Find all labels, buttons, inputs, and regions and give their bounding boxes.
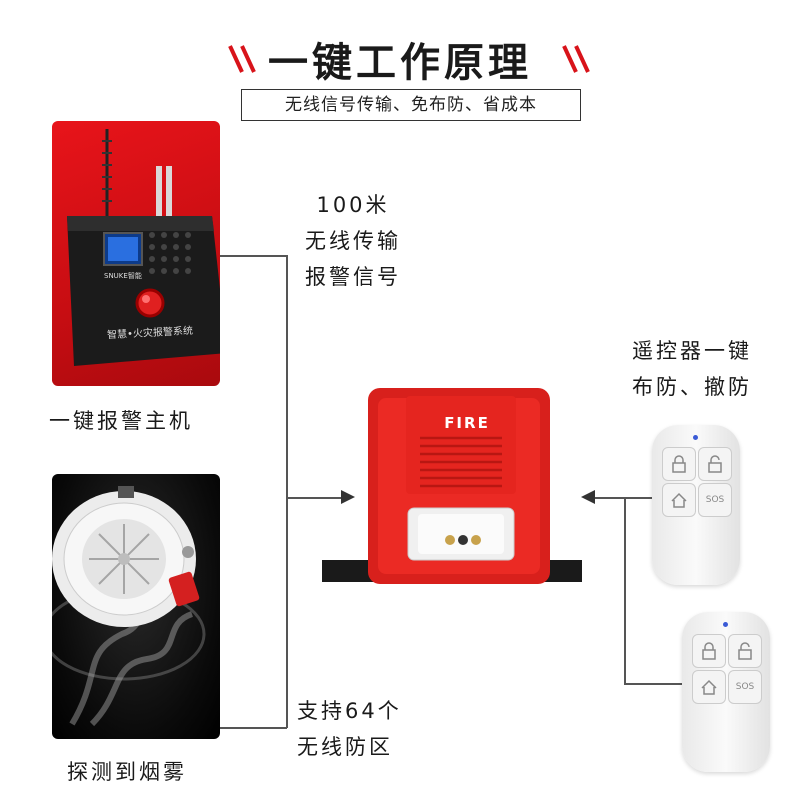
alarm-host-panel: SNUKE智能 智慧•火灾报警系统 — [52, 121, 220, 386]
sos-button-lower: SOS — [728, 670, 762, 704]
zones-note-line1: 支持64个 — [297, 699, 402, 723]
home-icon — [662, 483, 696, 517]
smoke-detector-illustration — [52, 486, 206, 727]
unlock-icon — [728, 634, 762, 668]
lock-icon — [662, 447, 696, 481]
page-title: 一键工作原理 — [268, 40, 532, 86]
host-brand-text: SNUKE智能 — [104, 272, 142, 280]
transmit-note-line1: 100米 — [316, 193, 390, 217]
remote-led-upper — [693, 435, 698, 440]
page-subtitle: 无线信号传输、免布防、省成本 — [241, 89, 581, 121]
unlock-icon — [698, 447, 732, 481]
remote-control-lower: SOS — [682, 612, 770, 772]
transmit-note-line3: 报警信号 — [305, 265, 401, 289]
right-arrow-icon — [581, 490, 595, 504]
remote-note-line2: 布防、撤防 — [632, 375, 752, 399]
detector-connector-line — [220, 727, 287, 729]
home-icon — [692, 670, 726, 704]
remote-led-lower — [723, 622, 728, 627]
lock-icon — [692, 634, 726, 668]
transmit-note-line2: 无线传输 — [305, 229, 401, 253]
remote-control-upper: SOS — [652, 425, 740, 585]
zones-note-line2: 无线防区 — [297, 735, 393, 759]
siren-label: FIRE — [444, 414, 490, 432]
smoke-detector-panel — [52, 474, 220, 739]
title-decoration-left — [228, 45, 256, 73]
zones-note: 支持64个 无线防区 — [297, 693, 402, 765]
title-decoration-right — [562, 45, 590, 73]
left-arrow-icon — [341, 490, 355, 504]
alarm-host-illustration — [67, 129, 220, 366]
left-arrow-line — [286, 497, 342, 499]
left-vertical-line — [286, 255, 288, 728]
host-caption: 一键报警主机 — [49, 409, 193, 433]
sos-button-upper: SOS — [698, 483, 732, 517]
right-vertical-line — [624, 497, 626, 684]
remote-lower-connector — [624, 683, 682, 685]
right-arrow-line — [594, 497, 654, 499]
transmit-note: 100米 无线传输 报警信号 — [298, 187, 408, 295]
remote-note-line1: 遥控器一键 — [632, 339, 752, 363]
remote-note: 遥控器一键 布防、撤防 — [632, 333, 752, 405]
detector-caption: 探测到烟雾 — [67, 760, 187, 784]
fire-siren-illustration — [322, 388, 582, 584]
host-connector-line — [220, 255, 286, 257]
